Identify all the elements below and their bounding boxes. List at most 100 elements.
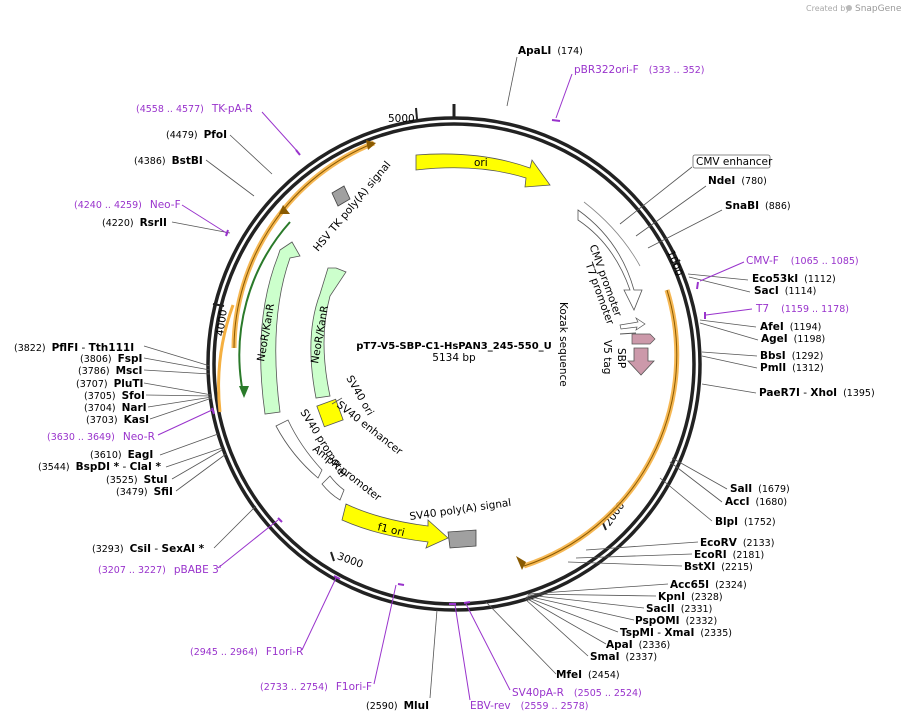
enzyme-saci[interactable]: SacI(1114) — [754, 285, 816, 297]
primer-leaders — [157, 73, 753, 701]
primer-ebv-rev[interactable]: EBV-rev(2559 .. 2578) — [470, 700, 589, 712]
enzyme-rsrii[interactable]: (4220)RsrII — [102, 217, 167, 229]
green-arc-head — [239, 386, 249, 398]
sv40-ori-leader — [331, 397, 343, 405]
enzyme-sacii[interactable]: SacII(2331) — [646, 603, 712, 615]
primer-f1ori-f[interactable]: (2733 .. 2754)F1ori-F — [260, 681, 372, 693]
enzyme-mlui[interactable]: (2590)MluI — [366, 700, 429, 712]
ampr-promoter-arrow[interactable] — [321, 475, 345, 501]
enzyme-bstxi[interactable]: BstXI(2215) — [684, 561, 753, 573]
enzyme-mfei[interactable]: MfeI(2454) — [556, 669, 620, 681]
cmv-enhancer-arc — [583, 201, 641, 267]
enzyme-apai[interactable]: ApaI(2336) — [606, 639, 670, 651]
t7-promoter-arrow[interactable] — [619, 316, 646, 331]
tick-3000 — [330, 551, 335, 562]
enzyme-stui[interactable]: (3525)StuI — [106, 474, 168, 486]
enzyme-sfii[interactable]: (3479)SfiI — [116, 486, 173, 498]
enzyme-nari[interactable]: (3704)NarI — [84, 402, 147, 414]
enzyme-ecorv[interactable]: EcoRV(2133) — [700, 537, 774, 549]
primer-sv40pa-r[interactable]: SV40pA-R(2505 .. 2524) — [512, 687, 642, 699]
enzyme-sfoi[interactable]: (3705)SfoI — [84, 390, 145, 402]
primer-neo-f[interactable]: (4240 .. 4259)Neo-F — [74, 199, 181, 211]
cmv-promoter-arrow[interactable] — [577, 209, 643, 311]
enzyme-bbsi[interactable]: BbsI(1292) — [760, 350, 823, 362]
cmv-enhancer-label: CMV enhancer — [696, 156, 773, 168]
cmv-enhancer-box[interactable] — [692, 154, 771, 169]
primer-labels: pBR322ori-F(333 .. 352) CMV-F(1065 .. 10… — [47, 64, 859, 712]
primer-t7[interactable]: T7(1159 .. 1178) — [755, 303, 849, 315]
orange-arc-left-head — [366, 140, 376, 150]
enzyme-kasi[interactable]: (3703)KasI — [86, 414, 149, 426]
enzyme-fspi[interactable]: (3806)FspI — [80, 353, 142, 365]
enzyme-kpni[interactable]: KpnI(2328) — [658, 591, 723, 603]
v5-tag-label: V5 tag — [601, 340, 613, 374]
enzyme-pflfi-tth111i[interactable]: (3822)PflFI - Tth111I — [14, 342, 134, 354]
enzyme-agei[interactable]: AgeI(1198) — [761, 333, 825, 345]
tick-2000 — [602, 522, 607, 531]
tick-label-1000: 1000 — [664, 249, 684, 278]
enzyme-pmli[interactable]: PmlI(1312) — [760, 362, 824, 374]
neor-inner-arrow[interactable] — [310, 267, 347, 399]
enzyme-labels: ApaLI(174) CMV enhancer NdeI(780) SnaBI(… — [14, 45, 875, 712]
plasmid-size: 5134 bp — [432, 352, 476, 364]
primer-pbr322ori-f[interactable]: pBR322ori-F(333 .. 352) — [574, 64, 704, 76]
sv40-polya-box[interactable] — [447, 529, 477, 549]
hsv-tk-polya-box[interactable] — [331, 185, 351, 207]
enzyme-afei[interactable]: AfeI(1194) — [760, 321, 821, 333]
enzyme-tspmi-xmai[interactable]: TspMI - XmaI(2335) — [620, 627, 732, 639]
tick-5000 — [415, 107, 418, 120]
sbp-arrow[interactable] — [627, 347, 655, 376]
primer-tk-pa-r[interactable]: (4558 .. 4577)TK-pA-R — [136, 103, 253, 115]
primer-pbabe-3[interactable]: (3207 .. 3227)pBABE 3' — [98, 564, 222, 576]
green-arc — [238, 221, 291, 394]
sbp-label: SBP — [615, 348, 627, 368]
kozak-marker — [619, 332, 637, 335]
tick-label-3000: 3000 — [336, 550, 365, 570]
v5-tag-arrow[interactable] — [631, 333, 656, 345]
enzyme-eco53ki[interactable]: Eco53kI(1112) — [752, 273, 836, 285]
neor-outer-arrow[interactable] — [260, 241, 301, 415]
sv40-promoter-arrow[interactable] — [275, 419, 323, 479]
enzyme-bstbi[interactable]: (4386)BstBI — [134, 155, 203, 167]
enzyme-pluti[interactable]: (3707)PluTI — [76, 378, 143, 390]
enzyme-msci[interactable]: (3786)MscI — [78, 365, 142, 377]
sv40-ori-box[interactable] — [316, 398, 344, 428]
enzyme-apali[interactable]: ApaLI(174) — [518, 45, 583, 57]
enzyme-paer7i-xhoi[interactable]: PaeR7I - XhoI(1395) — [759, 387, 875, 399]
enzyme-ecori[interactable]: EcoRI(2181) — [694, 549, 764, 561]
tick-label-5000: 5000 — [388, 113, 415, 125]
enzyme-snabi[interactable]: SnaBI(886) — [725, 200, 791, 212]
snapgene-logo-icon — [846, 5, 852, 11]
f1-ori-arrow[interactable] — [341, 503, 449, 549]
backbone-outer-ring — [206, 116, 702, 612]
enzyme-pspomi[interactable]: PspOMI(2332) — [635, 615, 717, 627]
snapgene-credit: Created by SnapGene — [806, 4, 902, 14]
enzyme-bspdi-clai[interactable]: (3544)BspDI * - ClaI * — [38, 461, 162, 473]
orange-arc-left — [231, 140, 375, 349]
sv40-polya-label: SV40 poly(A) signal — [409, 497, 512, 523]
enzyme-pfoi[interactable]: (4479)PfoI — [166, 129, 227, 141]
kozak-label: Kozak sequence — [557, 302, 569, 387]
orange-arc-insert-head — [516, 556, 526, 570]
enzyme-acci[interactable]: AccI(1680) — [725, 496, 787, 508]
orange-arc-left-line — [233, 142, 375, 349]
enzyme-leaders — [143, 56, 759, 699]
enzyme-ndei[interactable]: NdeI(780) — [708, 175, 767, 187]
tick-4000 — [212, 303, 225, 307]
ori-feature-arrow[interactable] — [415, 153, 551, 188]
plasmid-name: pT7-V5-SBP-C1-HsPAN3_245-550_U — [356, 341, 552, 352]
primer-cmv-f[interactable]: CMV-F(1065 .. 1085) — [746, 255, 859, 267]
enzyme-smai[interactable]: SmaI(2337) — [590, 651, 657, 663]
primer-neo-r[interactable]: (3630 .. 3649)Neo-R — [47, 431, 155, 443]
enzyme-sali[interactable]: SalI(1679) — [730, 483, 790, 495]
primer-f1ori-r[interactable]: (2945 .. 2964)F1ori-R — [190, 646, 303, 658]
credit-brand: SnapGene — [855, 4, 902, 14]
enzyme-eagi[interactable]: (3610)EagI — [90, 449, 153, 461]
enzyme-csii-sexai[interactable]: (3293)CsiI - SexAI * — [92, 543, 205, 555]
enzyme-acc65i[interactable]: Acc65I(2324) — [670, 579, 747, 591]
orange-arc-small — [217, 304, 235, 413]
credit-prefix: Created by — [806, 4, 850, 13]
enzyme-blpi[interactable]: BlpI(1752) — [715, 516, 776, 528]
